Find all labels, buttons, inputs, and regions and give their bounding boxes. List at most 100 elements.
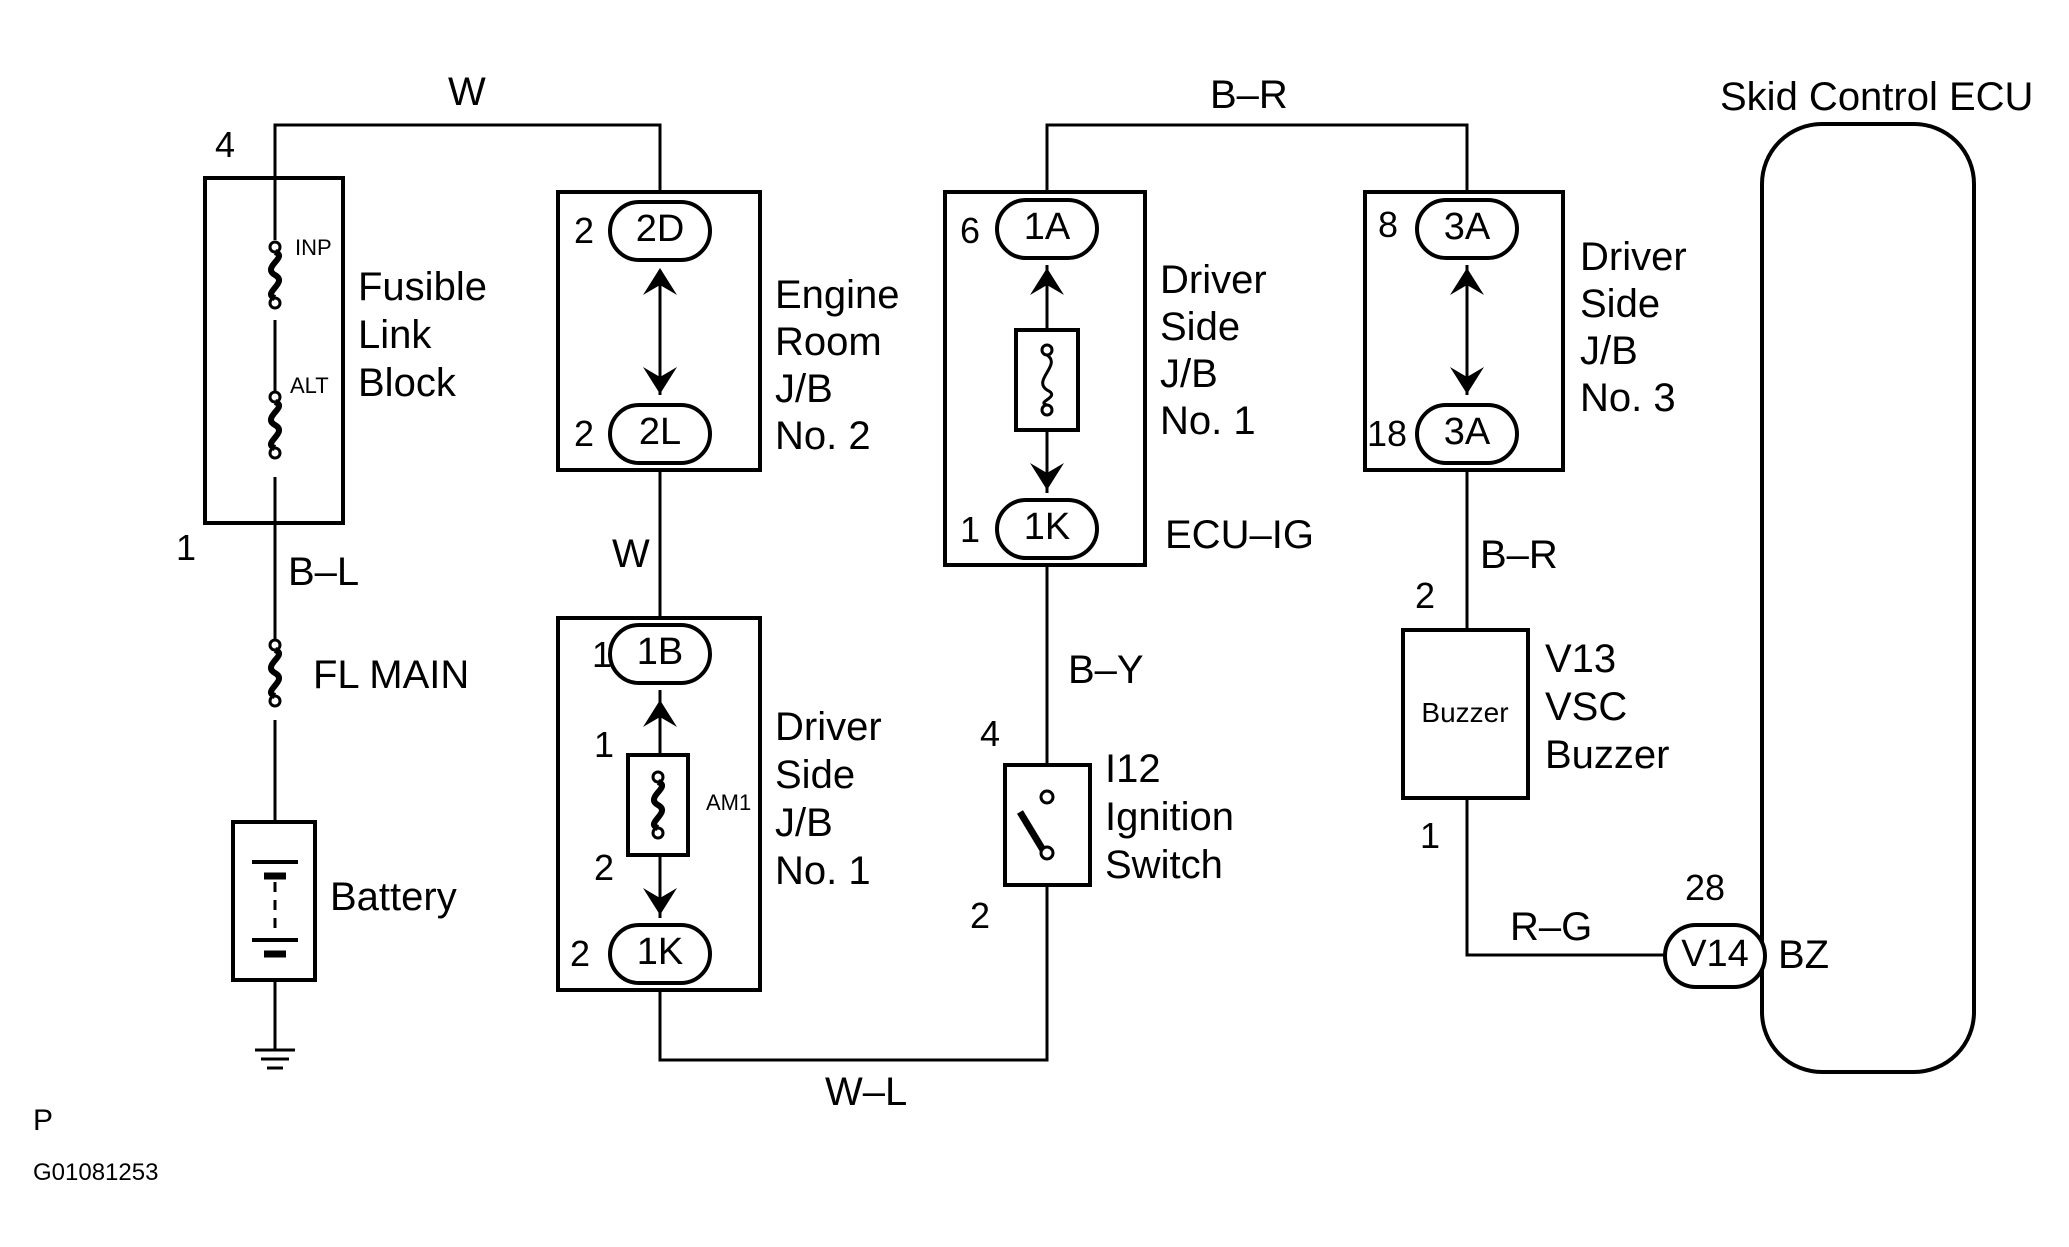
wire-label-b-l: B–L xyxy=(288,550,359,594)
engine-room-pin-top: 2 xyxy=(574,210,594,251)
connector-2d xyxy=(608,200,712,262)
ecu-terminal-bz: BZ xyxy=(1778,933,1829,977)
arrow-up-icon xyxy=(643,700,677,727)
connector-1k-lower-label: 1K xyxy=(637,931,683,973)
battery-box xyxy=(231,820,317,982)
wire-w-top xyxy=(273,123,662,190)
fuse-ecu-ig-label: ECU–IG xyxy=(1165,513,1314,557)
connector-1b-label: 1B xyxy=(637,631,683,673)
arrow-down-icon xyxy=(1450,367,1484,394)
buzzer-box xyxy=(1401,628,1530,800)
fl-main-label: FL MAIN xyxy=(313,653,469,697)
fuse-am1-icon xyxy=(653,772,663,838)
driver-side-jb1-upper-box xyxy=(943,190,1147,567)
connector-1b xyxy=(608,623,712,685)
battery: Battery xyxy=(231,820,457,982)
fuse-inp-label: INP xyxy=(295,235,332,260)
fuse-am1-label: AM1 xyxy=(706,790,751,815)
arrow-up-icon xyxy=(1450,268,1484,295)
connector-v14-label: V14 xyxy=(1681,933,1749,975)
wire-r-g xyxy=(1465,798,1665,957)
wire-label-w-top: W xyxy=(448,70,486,114)
ignition-pin-bottom: 2 xyxy=(970,895,990,936)
wire-label-w-mid: W xyxy=(612,532,650,576)
fl-main-fuse-icon xyxy=(270,640,280,706)
ignition-switch-box xyxy=(1003,763,1092,887)
arrow-down-icon xyxy=(643,367,677,394)
connector-1a xyxy=(995,198,1099,260)
ground-icon xyxy=(255,1048,295,1070)
buzzer-pin-top: 2 xyxy=(1415,575,1435,616)
connector-2d-label: 2D xyxy=(636,208,685,250)
skid-control-ecu: Skid Control ECU V14 28 BZ xyxy=(1663,75,2033,1074)
connector-3a-top-label: 3A xyxy=(1444,206,1491,248)
arrow-down-icon xyxy=(1030,463,1064,490)
jb1-lower-pin-top: 1 xyxy=(592,634,612,675)
ecu-pin: 28 xyxy=(1685,867,1725,908)
fuse-alt-label: ALT xyxy=(290,373,329,398)
fuse-alt-icon xyxy=(270,392,280,458)
arrow-up-icon xyxy=(1030,268,1064,295)
wire-b-r-top xyxy=(1045,123,1469,190)
driver-side-jb1-lower-box xyxy=(556,616,762,992)
connector-2l xyxy=(608,403,712,465)
jb1-upper-pin-top: 6 xyxy=(960,210,980,251)
switch-lever-icon xyxy=(1017,810,1046,852)
figure-id: G01081253 xyxy=(33,1159,158,1186)
engine-room-jb-box xyxy=(556,190,762,472)
wire-label-w-l: W–L xyxy=(825,1070,907,1114)
arrow-down-icon xyxy=(643,888,677,915)
engine-room-pin-bottom: 2 xyxy=(574,413,594,454)
connector-2l-label: 2L xyxy=(639,411,681,453)
driver-side-jb3-box xyxy=(1363,190,1565,472)
connector-1k-upper-label: 1K xyxy=(1024,506,1070,548)
fusible-pin-top: 4 xyxy=(215,124,235,165)
wire-label-b-r-top: B–R xyxy=(1210,73,1288,117)
am1-pin-top: 1 xyxy=(594,724,614,765)
wire-label-b-r-lower: B–R xyxy=(1480,533,1558,577)
jb3-pin-bottom: 18 xyxy=(1367,413,1407,454)
connector-3a-bottom-label: 3A xyxy=(1444,411,1491,453)
footer-code: P xyxy=(33,1104,53,1137)
fl-main-fuse: FL MAIN xyxy=(260,640,469,720)
wire-label-r-g: R–G xyxy=(1510,905,1592,949)
connector-3a-top xyxy=(1415,198,1519,260)
fuse-ecu-ig-icon xyxy=(1041,353,1054,407)
jb1-upper-pin-bottom: 1 xyxy=(960,509,980,550)
fusible-link-block-box xyxy=(203,176,345,525)
jb3-pin-top: 8 xyxy=(1378,204,1398,245)
connector-1k-lower xyxy=(608,923,712,985)
jb1-lower-pin-bottom: 2 xyxy=(570,933,590,974)
wire-label-b-y: B–Y xyxy=(1068,648,1144,692)
connector-3a-bottom xyxy=(1415,403,1519,465)
arrow-up-icon xyxy=(643,268,677,295)
am1-pin-bottom: 2 xyxy=(594,847,614,888)
connector-v14 xyxy=(1663,923,1767,989)
connector-1k-upper xyxy=(995,498,1099,560)
connector-1a-label: 1A xyxy=(1024,206,1071,248)
ecu-box xyxy=(1760,122,1976,1074)
fusible-pin-bottom: 1 xyxy=(176,527,196,568)
buzzer-pin-bottom: 1 xyxy=(1420,815,1440,856)
buzzer-inner-label: Buzzer xyxy=(1421,697,1508,728)
wire-w-l-bottom xyxy=(658,885,1049,1062)
ignition-pin-top: 4 xyxy=(980,713,1000,754)
fuse-inp-icon xyxy=(270,242,280,308)
battery-label: Battery xyxy=(330,875,457,919)
ecu-title: Skid Control ECU xyxy=(1720,75,2033,119)
